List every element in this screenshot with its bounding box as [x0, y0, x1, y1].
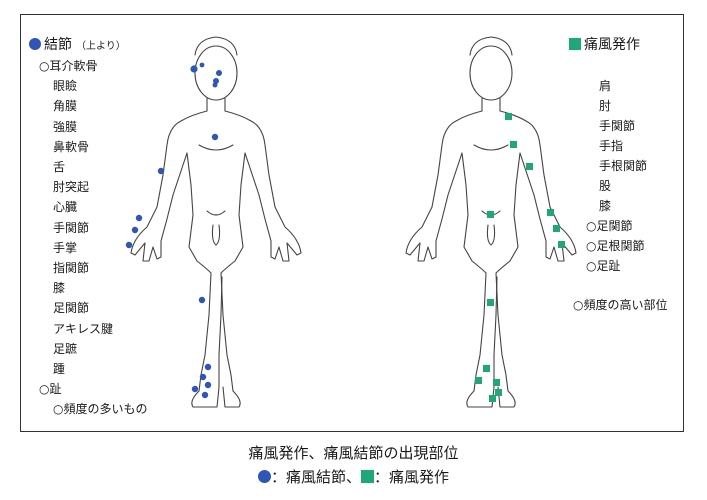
nodule-site-item: 膝: [53, 281, 66, 296]
nodule-dot: [213, 78, 219, 84]
attack-square: [487, 299, 494, 306]
nodule-dot: [190, 65, 198, 73]
nodule-marker-icon: [29, 38, 41, 50]
legend-attack-label: ：痛風発作: [374, 468, 450, 486]
nodule-dot: [135, 214, 143, 222]
nodule-dot: [191, 385, 199, 393]
nodule-dot: [131, 226, 139, 234]
nodule-dot: [199, 62, 205, 68]
attack-square: [526, 163, 533, 170]
nodule-subtitle: （上より）: [76, 41, 126, 52]
nodule-dot: [216, 70, 222, 76]
nodule-dot: [201, 391, 209, 399]
nodule-site-item: 鼻軟骨: [53, 139, 90, 154]
nodule-dot: [204, 381, 212, 389]
attack-square: [489, 395, 496, 402]
nodule-title-text: 結節: [44, 37, 72, 53]
nodule-site-item: 肘突起: [53, 180, 90, 195]
nodule-site-item: 心臓: [53, 200, 78, 215]
attack-site-item: ○頻度の高い部位: [573, 298, 668, 312]
nodule-site-item: 足関節: [53, 301, 90, 316]
nodule-dot: [125, 241, 133, 249]
attack-title-text: 痛風発作: [584, 37, 640, 53]
nodule-dot: [204, 363, 212, 371]
attack-square: [493, 379, 500, 386]
left-body-figure: [130, 36, 302, 408]
nodule-site-item: 足蹠: [53, 341, 78, 356]
attack-panel-title: 痛風発作: [569, 37, 640, 53]
attack-square: [475, 377, 482, 384]
nodule-site-item: 強膜: [53, 119, 78, 134]
attack-site-item: ○足根関節: [586, 239, 645, 253]
attack-site-item: ○足関節: [586, 219, 633, 233]
attack-square: [487, 211, 494, 218]
figure-caption-title: 痛風発作、痛風結節の出現部位: [248, 444, 459, 462]
nodule-dot: [211, 133, 219, 141]
attack-square: [547, 209, 554, 216]
attack-square: [495, 389, 502, 396]
nodule-dot: [212, 82, 218, 88]
attack-site-item: 手関節: [599, 119, 636, 133]
attack-site-item: ○足趾: [586, 259, 621, 273]
attack-site-item: 手指: [599, 139, 624, 153]
attack-markers: [475, 113, 565, 402]
nodule-site-item: ○趾: [39, 382, 62, 397]
nodule-site-item: 踵: [53, 362, 66, 376]
attack-square: [510, 141, 517, 148]
legend-attack-icon: [361, 470, 374, 483]
nodule-site-item: ○頻度の多いもの: [53, 402, 148, 417]
nodule-site-item: 手関節: [53, 220, 90, 235]
nodule-site-item: 眼瞼: [53, 79, 78, 94]
attack-square: [483, 365, 490, 372]
attack-site-item: 肩: [599, 79, 612, 93]
legend-nodule-label: ：痛風結節、: [270, 468, 361, 486]
nodule-dot: [157, 167, 165, 175]
attack-site-item: 肘: [599, 99, 612, 113]
figure-legend: ：痛風結節、 ：痛風発作: [0, 468, 707, 486]
nodule-markers: [125, 62, 222, 399]
nodule-dot: [199, 373, 207, 381]
attack-marker-icon: [569, 38, 581, 50]
nodule-site-item: 舌: [53, 160, 66, 174]
attack-site-item: 膝: [599, 199, 612, 213]
body-outlines: [125, 36, 577, 408]
nodule-site-item: アキレス腱: [53, 321, 114, 336]
attack-square: [558, 241, 565, 248]
attack-square: [553, 225, 560, 232]
attack-site-item: 手根関節: [599, 159, 648, 173]
legend-nodule-icon: [257, 470, 271, 483]
attack-site-item: 股: [599, 179, 612, 193]
nodule-dot: [198, 296, 206, 304]
attack-square: [505, 113, 512, 120]
figure-frame: 結節（上より） ○耳介軟骨眼瞼角膜強膜鼻軟骨舌肘突起心臓手関節手掌指関節膝足関節…: [20, 14, 684, 432]
nodule-site-item: 指関節: [53, 261, 90, 275]
nodule-site-item: 角膜: [53, 99, 78, 114]
nodule-panel-title: 結節 （上より）: [29, 37, 126, 55]
nodule-site-item: 手掌: [53, 240, 78, 255]
right-body-figure: [405, 36, 577, 408]
nodule-site-item: ○耳介軟骨: [39, 59, 98, 73]
